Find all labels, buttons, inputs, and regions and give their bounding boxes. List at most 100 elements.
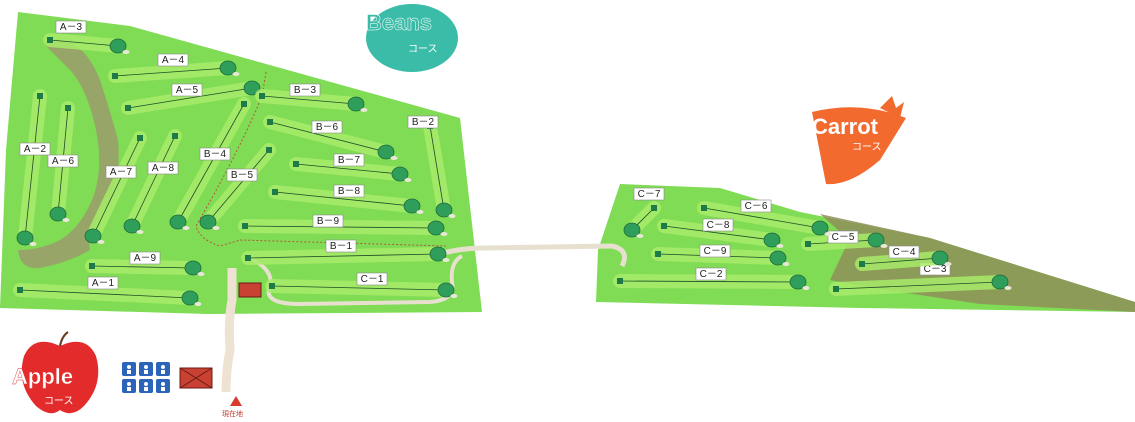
hole-b9[interactable]: B－9 — [238, 214, 448, 236]
hole-c1[interactable]: C－1 — [265, 272, 458, 298]
hole-centerline — [861, 257, 941, 265]
hole-label-tag — [171, 83, 203, 97]
tee-marker — [259, 93, 265, 99]
tee-marker — [245, 255, 251, 261]
hole-label: A－7 — [110, 167, 133, 178]
green — [769, 250, 787, 266]
hole-label-tag — [129, 251, 161, 265]
hole-label: B－2 — [412, 117, 435, 128]
family-icon-body — [144, 387, 148, 391]
green — [123, 218, 141, 234]
hole-b1[interactable]: B－1 — [241, 239, 450, 265]
bunker — [136, 230, 144, 234]
bunker — [416, 210, 424, 214]
hole-centerline — [91, 265, 194, 269]
toilet-icon-glyph — [127, 382, 131, 386]
hole-b4[interactable]: B－4 — [169, 97, 251, 230]
hole-label-tag — [312, 214, 344, 228]
green — [403, 198, 421, 214]
green — [347, 96, 365, 112]
green — [219, 60, 237, 76]
hole-label-tag — [55, 20, 87, 34]
tee-marker — [293, 161, 299, 167]
tee-marker — [112, 73, 118, 79]
dotted-boundary — [195, 71, 447, 247]
hole-c7[interactable]: C－7 — [623, 187, 665, 238]
toilet-icon-body — [127, 387, 131, 391]
hole-label: C－7 — [638, 189, 661, 200]
hole-a1[interactable]: A－1 — [13, 276, 202, 306]
hole-c6[interactable]: C－6 — [697, 199, 832, 236]
green — [623, 222, 641, 238]
bunker — [29, 242, 37, 246]
hole-label-tag — [699, 244, 731, 258]
hole-b2[interactable]: B－2 — [407, 115, 456, 218]
tee-marker — [617, 278, 623, 284]
bunker — [824, 232, 832, 236]
current-location-label: 現在地 — [222, 409, 243, 418]
hole-b6[interactable]: B－6 — [263, 115, 398, 160]
green — [109, 38, 127, 54]
bunker — [802, 286, 810, 290]
family-icon-glyph — [144, 382, 148, 386]
hole-a7[interactable]: A－7 — [84, 131, 147, 244]
hole-label: C－4 — [893, 247, 916, 258]
hole-a9[interactable]: A－9 — [85, 251, 205, 276]
bunker — [360, 108, 368, 112]
hole-c9[interactable]: C－9 — [651, 244, 790, 266]
hole-b5[interactable]: B－5 — [199, 143, 276, 230]
hole-label: B－7 — [338, 155, 361, 166]
hole-c4[interactable]: C－4 — [855, 245, 952, 271]
tee-marker — [65, 105, 71, 111]
tee-marker — [651, 205, 657, 211]
hole-b3[interactable]: B－3 — [255, 83, 368, 112]
wheelchair-icon-body — [161, 387, 165, 391]
hole-centerline — [114, 67, 229, 77]
hole-c8[interactable]: C－8 — [657, 218, 784, 248]
carrot-course-name: Carrot — [812, 114, 879, 139]
tee-marker — [269, 283, 275, 289]
hole-label-tag — [47, 154, 79, 168]
hole-a5[interactable]: A－5 — [121, 80, 264, 115]
green — [84, 228, 102, 244]
tee-marker — [661, 223, 667, 229]
green — [391, 166, 409, 182]
tee-marker — [266, 147, 272, 153]
tee-marker — [701, 205, 707, 211]
tee-marker — [833, 286, 839, 292]
hole-c2[interactable]: C－2 — [613, 267, 810, 290]
cart-path-left — [249, 254, 464, 307]
hole-label: A－8 — [152, 163, 175, 174]
bunker — [62, 218, 70, 222]
hole-a4[interactable]: A－4 — [108, 53, 240, 83]
hole-centerline — [177, 103, 245, 223]
hole-centerline — [49, 39, 119, 47]
hole-a3[interactable]: A－3 — [43, 20, 130, 54]
tee-marker — [172, 133, 178, 139]
wheelchair-icon-glyph — [161, 382, 165, 386]
hole-a8[interactable]: A－8 — [123, 129, 182, 234]
hole-a6[interactable]: A－6 — [47, 101, 79, 222]
current-location-marker — [230, 396, 242, 406]
hole-label-tag — [333, 184, 365, 198]
hole-b7[interactable]: B－7 — [289, 153, 412, 182]
clubhouse[interactable] — [238, 282, 262, 298]
green — [16, 230, 34, 246]
hole-label: A－4 — [162, 55, 185, 66]
bunker — [197, 272, 205, 276]
hole-b8[interactable]: B－8 — [268, 184, 424, 214]
hole-label: B－8 — [338, 186, 361, 197]
hole-a2[interactable]: A－2 — [16, 89, 51, 246]
bunker — [212, 226, 220, 230]
hole-label: C－9 — [704, 246, 727, 257]
hole-c5[interactable]: C－5 — [801, 230, 888, 251]
tee-marker — [37, 93, 43, 99]
hole-label-tag — [311, 120, 343, 134]
hole-label: C－8 — [707, 220, 730, 231]
green — [429, 246, 447, 262]
hole-centerline — [663, 225, 773, 241]
hole-label-tag — [356, 272, 388, 286]
green — [181, 290, 199, 306]
